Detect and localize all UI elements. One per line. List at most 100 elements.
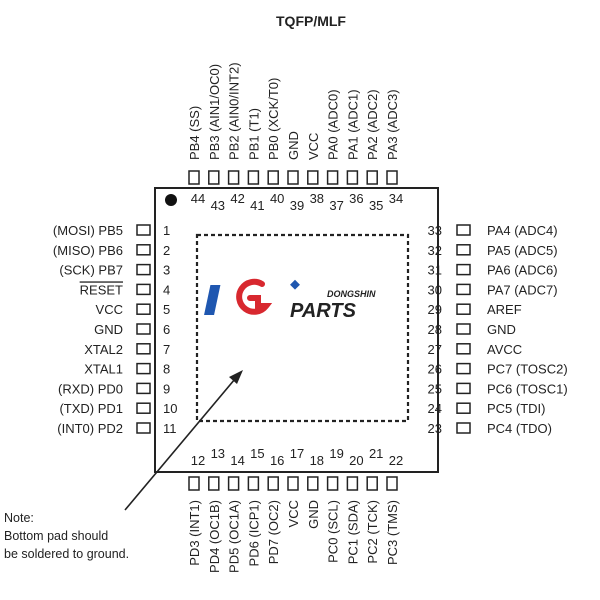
pin-label-right: GND — [487, 322, 516, 337]
pin-pad-top — [346, 170, 359, 185]
pin-number-bottom: 15 — [250, 446, 264, 461]
note-line-3: be soldered to ground. — [4, 547, 129, 561]
pin-pad-bottom — [366, 476, 378, 491]
pin-label-right: PA4 (ADC4) — [487, 223, 558, 238]
pin-pad-bottom — [208, 476, 220, 491]
pin-label-left: (TXD) PD1 — [59, 401, 123, 416]
pin-label-bottom: GND — [306, 500, 321, 529]
pin-label-top: PB0 (XCK/T0) — [266, 78, 281, 160]
pin-number-left: 7 — [163, 342, 170, 357]
diagram-title: TQFP/MLF — [276, 13, 346, 29]
note-arrow-head-icon — [229, 370, 243, 384]
pin-pad-right — [456, 283, 471, 296]
pin-label-bottom: PD7 (OC2) — [266, 500, 281, 564]
pin-number-right: 29 — [428, 302, 442, 317]
pin-pad-left — [136, 283, 151, 296]
pin-label-bottom: PC3 (TMS) — [385, 500, 400, 565]
pin-label-bottom: VCC — [286, 500, 301, 527]
pin-label-top: PA1 (ADC1) — [345, 89, 360, 160]
pin-number-right: 33 — [428, 223, 442, 238]
pin-pad-bottom — [267, 476, 279, 491]
pin-pad-left — [136, 323, 151, 335]
pin-pad-left — [136, 402, 151, 414]
pin-number-top: 37 — [329, 198, 343, 213]
pin-label-top: PA3 (ADC3) — [385, 89, 400, 160]
pin-label-left: (RXD) PD0 — [58, 381, 123, 396]
pin-pad-left — [136, 362, 151, 375]
pin-label-bottom: PD6 (ICP1) — [246, 500, 261, 566]
pin-label-right: PA7 (ADC7) — [487, 282, 558, 297]
pin-label-left: GND — [94, 322, 123, 337]
pin-number-left: 4 — [163, 282, 170, 297]
pin-label-left: (MISO) PB6 — [53, 243, 123, 258]
pin-number-left: 5 — [163, 302, 170, 317]
pin-pad-left — [136, 244, 151, 256]
pin-label-left: (SCK) PB7 — [59, 263, 123, 278]
pin-pad-bottom — [326, 476, 339, 491]
pin-pad-right — [456, 263, 471, 276]
bottom-pad-outline — [195, 233, 410, 423]
pin-label-top: VCC — [306, 133, 321, 160]
pin-label-left: (MOSI) PB5 — [53, 223, 123, 238]
pin-label-left: RESET — [80, 282, 123, 297]
pin-label-bottom: PD3 (INT1) — [187, 500, 202, 566]
pin-pad-right — [456, 303, 471, 315]
pin-label-right: AVCC — [487, 342, 522, 357]
pin-number-bottom: 12 — [191, 453, 205, 468]
pin-number-top: 35 — [369, 198, 383, 213]
pin-label-bottom: PC0 (SCL) — [326, 500, 341, 563]
pin-number-bottom: 13 — [211, 446, 225, 461]
pin-pad-bottom — [247, 476, 260, 491]
pin-number-right: 24 — [428, 401, 442, 416]
pin-label-right: AREF — [487, 302, 522, 317]
pin-number-bottom: 22 — [389, 453, 403, 468]
pin-number-top: 43 — [211, 198, 225, 213]
pin-label-bottom: PD5 (OC1A) — [227, 500, 242, 573]
pin-number-bottom: 16 — [270, 453, 284, 468]
pin-label-top: GND — [286, 131, 301, 160]
pin-number-right: 23 — [428, 421, 442, 436]
pin-number-right: 32 — [428, 243, 442, 258]
pin-pad-top — [386, 170, 398, 185]
pin-label-top: PB4 (SS) — [187, 106, 202, 160]
pin-pad-bottom — [287, 476, 299, 491]
pin-label-top: PA0 (ADC0) — [326, 89, 341, 160]
pin-number-right: 27 — [428, 342, 442, 357]
pin-pad-top — [227, 170, 240, 185]
pin-number-top: 38 — [310, 191, 324, 206]
pin-number-bottom: 19 — [329, 446, 343, 461]
pin-label-top: PB2 (AIN0/INT2) — [227, 62, 242, 160]
pin-label-left: XTAL1 — [84, 362, 123, 377]
logo-name-text: PARTS — [290, 300, 357, 322]
pin-pad-top — [326, 170, 339, 185]
pin-pad-top — [307, 170, 319, 185]
pin-pad-right — [456, 402, 471, 414]
pin-number-left: 11 — [163, 421, 177, 436]
pin-number-top: 36 — [349, 191, 363, 206]
pin-pad-bottom — [227, 476, 240, 491]
pin-pad-right — [456, 422, 471, 434]
note-line-1: Note: — [4, 511, 34, 525]
pin-pad-bottom — [346, 476, 359, 491]
pin-label-bottom: PD4 (OC1B) — [207, 500, 222, 573]
chip-body — [154, 187, 439, 473]
pin-pad-left — [136, 224, 151, 236]
pin-number-left: 3 — [163, 263, 170, 278]
pin-number-bottom: 18 — [310, 453, 324, 468]
pin-number-right: 25 — [428, 381, 442, 396]
pin-number-right: 30 — [428, 282, 442, 297]
pin-number-right: 26 — [428, 362, 442, 377]
pin-pad-right — [456, 382, 471, 395]
pin-pad-right — [456, 362, 471, 375]
pin-number-bottom: 17 — [290, 446, 304, 461]
pin-pad-bottom — [188, 476, 200, 491]
pin-label-right: PA6 (ADC6) — [487, 263, 558, 278]
pin-number-top: 42 — [230, 191, 244, 206]
pin-number-bottom: 21 — [369, 446, 383, 461]
pin-number-top: 41 — [250, 198, 264, 213]
pin-label-left: (INT0) PD2 — [57, 421, 123, 436]
pin-pad-left — [136, 263, 151, 276]
pin-label-right: PC4 (TDO) — [487, 421, 552, 436]
